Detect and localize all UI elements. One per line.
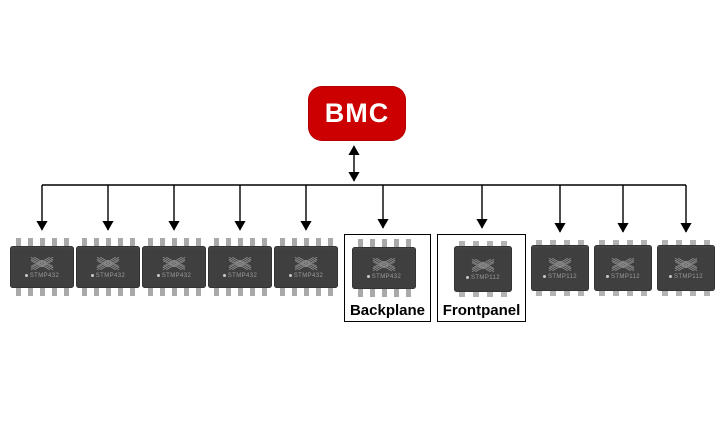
pin1-dot-icon [542,275,546,278]
group-label-backplane: Backplane [349,302,426,319]
chip-stmp112-frontpanel: STMP112 [454,241,512,297]
chip-pins-bottom [662,291,710,296]
chip-pins-top [15,238,69,246]
group-label-frontpanel: Frontpanel [442,302,521,319]
chip-part-number: STMP112 [470,274,501,281]
chip-part-number: STMP112 [547,273,578,280]
chip-pins-top [357,239,411,247]
pin1-dot-icon [222,274,226,277]
chip-pins-top [536,240,584,245]
chip-stmp432-5: STMP432 [274,238,338,296]
chip-pins-top [81,238,135,246]
chip-stmp432-1: STMP432 [10,238,74,296]
chip-body: STMP112 [657,245,715,291]
chip-pins-bottom [15,288,69,296]
pin1-dot-icon [465,276,469,279]
chip-logo-icon [29,256,55,271]
chip-stmp112-1: STMP112 [531,240,589,296]
chip-stmp112-2: STMP112 [594,240,652,296]
group-backplane: STMP432 Backplane [344,234,431,322]
chip-part-number: STMP432 [95,272,126,279]
chip-body: STMP112 [594,245,652,291]
chip-part-number: STMP432 [161,272,192,279]
chip-pins-top [459,241,507,246]
pin1-dot-icon [366,275,370,278]
chip-pins-bottom [357,289,411,297]
chip-part-number: STMP432 [227,272,258,279]
group-frontpanel: STMP112 Frontpanel [437,234,526,322]
chip-logo-icon [227,256,253,271]
chip-pins-top [662,240,710,245]
chip-part-number: STMP112 [610,273,641,280]
chip-stmp432-backplane: STMP432 [352,239,416,297]
chip-pins-bottom [459,292,507,297]
chip-body: STMP432 [142,246,206,288]
chip-body: STMP112 [531,245,589,291]
chip-pins-bottom [213,288,267,296]
chip-stmp432-3: STMP432 [142,238,206,296]
chip-pins-top [147,238,201,246]
chip-stmp432-2: STMP432 [76,238,140,296]
pin1-dot-icon [156,274,160,277]
chip-body: STMP112 [454,246,512,292]
pin1-dot-icon [288,274,292,277]
chip-body: STMP432 [208,246,272,288]
chip-pins-bottom [81,288,135,296]
chip-body: STMP432 [352,247,416,289]
chip-part-number: STMP432 [371,273,402,280]
chip-logo-icon [161,256,187,271]
chip-stmp112-3: STMP112 [657,240,715,296]
chip-pins-top [213,238,267,246]
chip-logo-icon [371,257,397,272]
pin1-dot-icon [90,274,94,277]
chip-stmp432-4: STMP432 [208,238,272,296]
pin1-dot-icon [24,274,28,277]
chip-pins-bottom [599,291,647,296]
pin1-dot-icon [668,275,672,278]
chip-logo-icon [293,256,319,271]
chip-logo-icon [610,257,636,272]
bmc-node: BMC [308,86,406,141]
chip-logo-icon [547,257,573,272]
chip-logo-icon [673,257,699,272]
chip-body: STMP432 [274,246,338,288]
chip-part-number: STMP432 [29,272,60,279]
chip-logo-icon [95,256,121,271]
chip-pins-bottom [147,288,201,296]
bmc-label: BMC [324,98,390,128]
chip-part-number: STMP112 [673,273,704,280]
chip-pins-top [599,240,647,245]
chip-pins-bottom [279,288,333,296]
chip-body: STMP432 [76,246,140,288]
pin1-dot-icon [605,275,609,278]
chip-part-number: STMP432 [293,272,324,279]
chip-logo-icon [470,258,496,273]
chip-pins-bottom [536,291,584,296]
chip-body: STMP432 [10,246,74,288]
chip-pins-top [279,238,333,246]
